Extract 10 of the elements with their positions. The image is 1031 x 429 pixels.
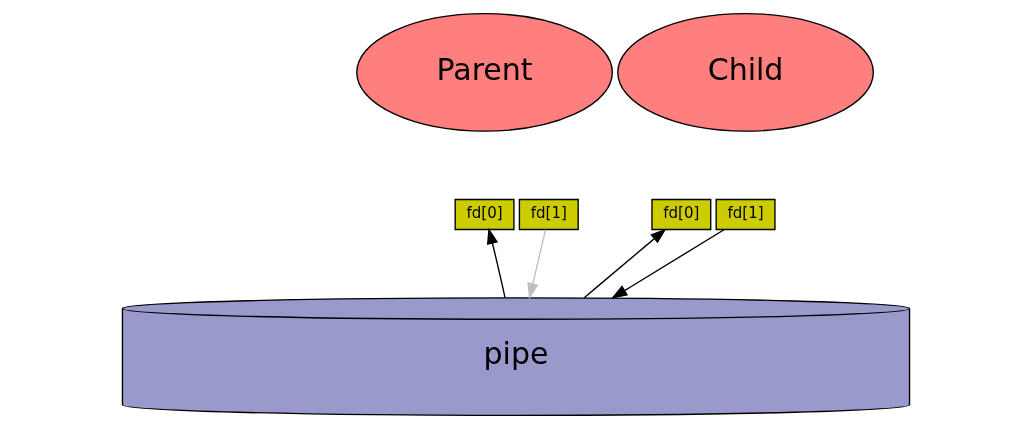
- node-box: fd[1]: [518, 198, 579, 231]
- arrow: [583, 228, 666, 299]
- node-ellipse: Parent: [355, 12, 613, 132]
- node-box: fd[0]: [650, 198, 711, 231]
- node-ellipse: Child: [616, 12, 874, 132]
- arrow: [610, 229, 725, 299]
- arrow: [526, 229, 546, 300]
- arrow: [486, 227, 506, 299]
- node-box: fd[0]: [454, 198, 515, 231]
- node-box: fd[1]: [715, 198, 776, 231]
